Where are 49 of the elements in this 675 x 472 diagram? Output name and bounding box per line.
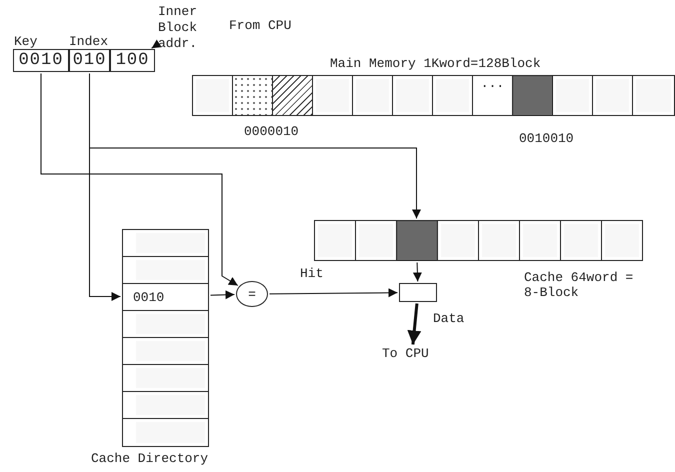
memory-block bbox=[432, 75, 472, 116]
cache-block bbox=[478, 220, 519, 261]
comparator-ellipse: = bbox=[236, 281, 268, 307]
memory-block bbox=[552, 75, 592, 116]
memory-block bbox=[592, 75, 632, 116]
directory-entry bbox=[122, 310, 209, 337]
memory-block bbox=[312, 75, 352, 116]
caption-text: From CPU bbox=[229, 18, 292, 33]
cache-block bbox=[355, 220, 396, 261]
arrow bbox=[210, 290, 235, 300]
directory-entry: 0010 bbox=[122, 283, 209, 310]
arrow bbox=[407, 303, 422, 345]
arrow bbox=[269, 288, 398, 298]
directory-title: Cache Directory bbox=[91, 451, 208, 466]
caption-text: 0000010 bbox=[244, 124, 299, 139]
memory-block bbox=[392, 75, 432, 116]
arrow bbox=[89, 73, 421, 219]
output-gate-box bbox=[399, 283, 437, 302]
directory-entry bbox=[122, 256, 209, 283]
output-text: To CPU bbox=[382, 346, 442, 362]
cache-block bbox=[601, 220, 643, 261]
memory-title: Main Memory 1Kword=128Block bbox=[330, 56, 541, 71]
leader-arrow bbox=[151, 40, 162, 49]
memory-block bbox=[232, 75, 272, 116]
memory-block bbox=[192, 75, 232, 116]
memory-block bbox=[512, 75, 552, 116]
cache-block bbox=[437, 220, 478, 261]
annotation-text: Inner Block addr. bbox=[158, 4, 208, 52]
cache-block bbox=[519, 220, 560, 261]
directory-entry bbox=[122, 364, 209, 391]
block-offset-field: 100 bbox=[110, 49, 155, 72]
cache-title: Cache 64word = 8-Block bbox=[524, 270, 634, 300]
directory-entry bbox=[122, 391, 209, 418]
memory-block bbox=[272, 75, 312, 116]
memory-block bbox=[632, 75, 675, 116]
cache-block bbox=[560, 220, 601, 261]
directory-entry bbox=[122, 337, 209, 364]
field-label: Key bbox=[14, 34, 38, 49]
arrow bbox=[40, 73, 238, 286]
directory-entry bbox=[122, 418, 209, 447]
index-field: 010 bbox=[69, 49, 110, 72]
memory-block bbox=[352, 75, 392, 116]
caption-text: 0010010 bbox=[519, 131, 574, 146]
directory-entry bbox=[122, 229, 209, 256]
cache-block bbox=[396, 220, 437, 261]
key-field: 0010 bbox=[13, 49, 69, 72]
field-label: Index bbox=[69, 34, 108, 49]
arrow bbox=[412, 262, 422, 282]
cache-block bbox=[314, 220, 355, 261]
